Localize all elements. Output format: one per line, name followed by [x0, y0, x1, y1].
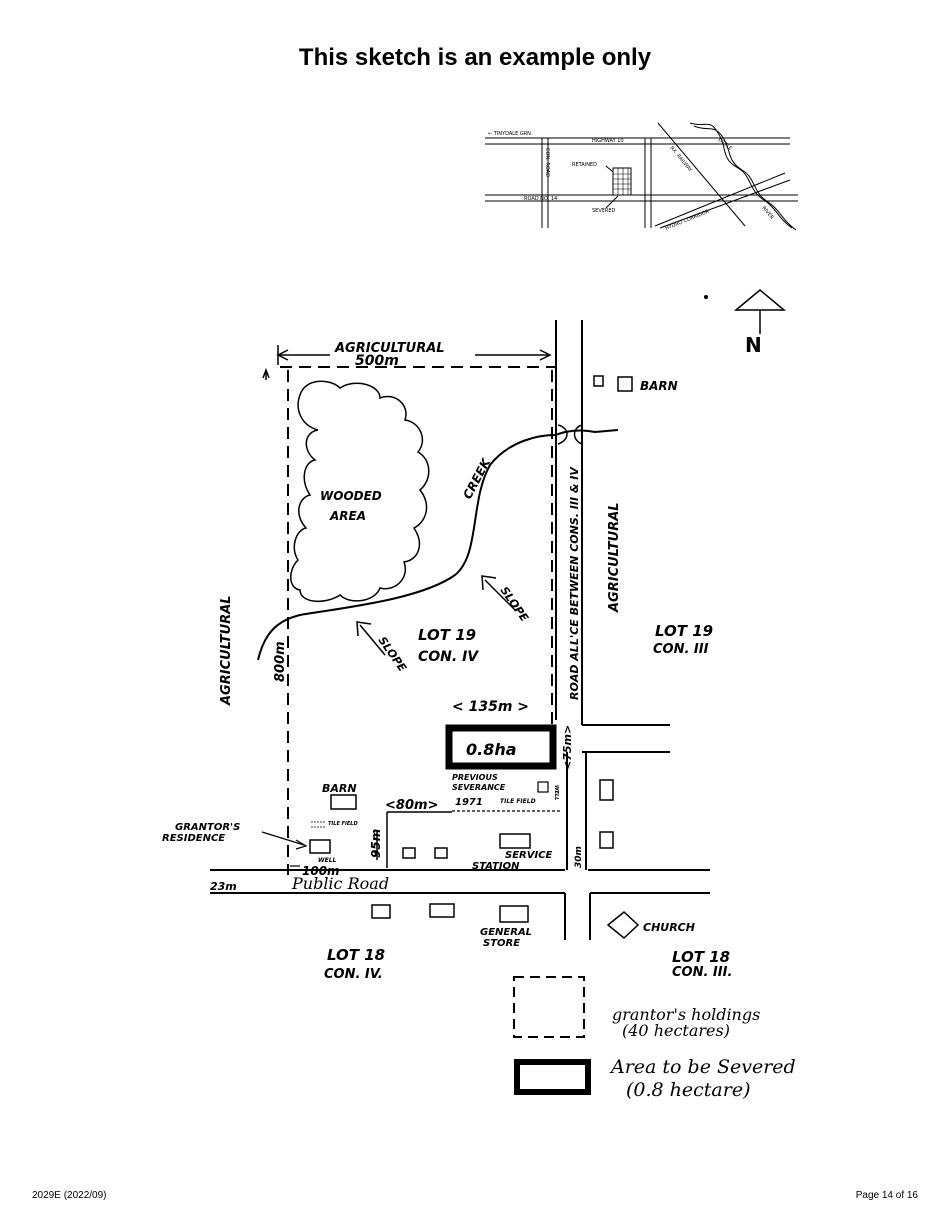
wooded-area-shape	[290, 380, 430, 602]
lot19-con4-line1: LOT 19	[418, 626, 476, 644]
width-135-label: < 135m >	[452, 699, 529, 715]
barn-mid-label: BARN	[322, 782, 357, 795]
barn-middle-shape	[330, 794, 357, 810]
agri-left-label: AGRICULTURAL	[219, 595, 234, 706]
north-label: N	[745, 333, 762, 357]
form-number: 2029E (2022/09)	[32, 1190, 107, 1201]
general-line2: STORE	[483, 938, 520, 949]
map-road-top-label: ← TINYDALE GRN.	[488, 131, 533, 137]
map-severed-label: SEVERED	[592, 208, 616, 214]
barn-shape	[617, 376, 633, 392]
well-2-label: WELL	[318, 857, 337, 864]
slope-label-2: SLOPE	[376, 634, 410, 674]
agri-right-label: AGRICULTURAL	[607, 502, 622, 613]
grantor-line2: RESIDENCE	[162, 833, 225, 844]
church-label: CHURCH	[643, 921, 695, 934]
agri-top-label: AGRICULTURAL	[334, 341, 445, 356]
grantor-residence-shape	[309, 839, 331, 854]
well-label: WELL	[553, 785, 559, 800]
legend-holdings-line2: (40 hectares)	[622, 1021, 730, 1040]
depth-75-label: <75m>	[561, 725, 574, 770]
width-100-label: 100m	[302, 864, 340, 878]
road-allowance-label: ROAD ALL'CE BETWEEN CONS. III & IV	[568, 466, 581, 700]
map-road-bottom-label: ROAD NO. 14	[524, 196, 557, 202]
tile-field-label: TILE FIELD	[500, 798, 536, 805]
road-23-label: 23m	[210, 880, 237, 893]
prev-severance-line1: PREVIOUS	[452, 773, 498, 782]
lot19-con3-line2: CON. III	[653, 642, 709, 657]
general-line1: GENERAL	[480, 927, 532, 938]
prev-severance-year: 1971	[455, 797, 483, 808]
creek-line	[257, 429, 619, 661]
width-500-label: 500m	[355, 353, 399, 369]
barn-small-shape	[593, 375, 604, 387]
service-line2: STATION	[472, 861, 520, 872]
lot18-con4-line2: CON. IV.	[324, 967, 383, 982]
legend-holdings-swatch	[513, 976, 585, 1038]
map-con-road-label: CON. ROAD	[544, 148, 550, 177]
grantor-line1: GRANTOR'S	[175, 822, 240, 833]
legend-severed-line2: (0.8 hectare)	[626, 1079, 751, 1101]
page-number: Page 14 of 16	[855, 1190, 918, 1201]
north-arrow-icon	[733, 289, 787, 334]
map-retained-label: RETAINED	[572, 162, 597, 168]
service-line1: SERVICE	[505, 850, 553, 861]
legend-holdings-line1: grantor's holdings	[612, 1005, 760, 1024]
creek-label: CREEK	[460, 455, 494, 502]
page-title: This sketch is an example only	[298, 44, 652, 71]
key-map: ← TINYDALE GRN. HIGHWAY 10 RETAINED SEVE…	[485, 122, 798, 232]
area-08-label: 0.8ha	[466, 740, 517, 759]
map-highway-label: HIGHWAY 10	[592, 138, 624, 144]
lot18-con4-line1: LOT 18	[327, 946, 385, 964]
tile-field-2-label: TILE FIELD	[328, 821, 358, 827]
prev-severance-line2: SEVERANCE	[452, 783, 506, 792]
wooded-label-2: AREA	[329, 509, 366, 523]
depth-800-label: 800m	[273, 641, 288, 682]
depth-95-label: 95m	[369, 829, 383, 858]
lot18-con3-line2: CON. III.	[672, 965, 732, 980]
legend-severed-line1: Area to be Severed	[609, 1056, 796, 1078]
church-shape	[606, 911, 640, 939]
slope-label-1: SLOPE	[498, 584, 532, 624]
width-80-label: <80m>	[385, 798, 438, 813]
depth-30-label: 30m	[574, 846, 584, 868]
public-road-label: Public Road	[291, 874, 389, 893]
severed-area-shape	[445, 724, 557, 770]
lot19-con3-line1: LOT 19	[655, 622, 713, 640]
legend-severed-swatch	[514, 1059, 591, 1095]
lot19-con4-line2: CON. IV	[418, 649, 479, 665]
lot18-con3-line1: LOT 18	[672, 948, 730, 966]
general-store-shape	[499, 905, 529, 923]
barn-top-label: BARN	[640, 379, 678, 393]
wooded-label-1: WOODED	[320, 489, 382, 503]
service-station-shape	[499, 833, 531, 849]
